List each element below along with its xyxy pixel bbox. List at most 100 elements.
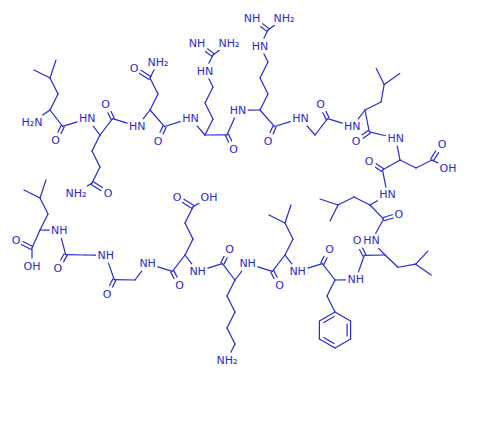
bond-line <box>385 255 398 267</box>
bond-line <box>315 119 328 135</box>
bond-line <box>384 74 400 85</box>
bond-line <box>376 219 384 233</box>
bond-line <box>227 280 235 296</box>
bond-line <box>260 62 268 78</box>
bond-line <box>320 199 338 205</box>
bond-line <box>338 197 354 205</box>
bond-line <box>205 119 213 135</box>
bond-line <box>376 68 384 84</box>
atom-label: HN <box>181 112 200 125</box>
atom-label: HN <box>128 120 147 133</box>
bond-line <box>397 146 400 160</box>
bond-line <box>319 339 335 348</box>
atom-label: NH₂ <box>218 37 241 50</box>
bond-line <box>61 254 64 260</box>
bond-line <box>328 119 343 124</box>
bond-line <box>416 160 432 168</box>
bond-line <box>43 110 50 115</box>
bond-line <box>92 167 100 183</box>
atom-label: OH <box>23 260 42 273</box>
bond-line <box>150 94 158 110</box>
bond-line <box>139 73 149 79</box>
bond-line <box>110 279 113 286</box>
bond-line <box>369 132 385 136</box>
atom-label: O <box>129 62 140 75</box>
bond-line <box>285 223 293 239</box>
bond-line <box>275 122 291 127</box>
bond-line <box>322 264 335 280</box>
bond-line <box>61 238 65 254</box>
bond-line <box>163 127 166 134</box>
bond-line <box>327 280 335 296</box>
bond-line <box>227 312 235 328</box>
atom-label: OH <box>439 162 458 175</box>
bond-line <box>229 134 232 141</box>
atom-label: HN <box>362 234 381 247</box>
bond-line <box>271 272 274 279</box>
atom-label: OH <box>200 191 219 204</box>
atom-label: HN <box>229 104 248 117</box>
bond-line <box>40 180 46 198</box>
bond-line <box>227 296 235 312</box>
bond-line <box>379 248 385 255</box>
bond-line <box>87 183 92 186</box>
bond-line <box>260 78 268 94</box>
bond-line <box>64 255 67 261</box>
bond-line <box>150 110 165 127</box>
bond-line <box>150 78 158 94</box>
bond-line <box>205 87 213 103</box>
bond-line <box>324 258 327 265</box>
bond-line <box>307 126 315 135</box>
bond-line <box>273 127 276 134</box>
bond-line <box>113 280 116 287</box>
bond-line <box>363 133 370 138</box>
atom-label: O <box>228 143 239 156</box>
bond-line <box>354 197 370 205</box>
bond-line <box>326 111 329 118</box>
atom-label: O <box>53 262 64 275</box>
bond-line <box>330 205 338 221</box>
bond-line <box>260 110 275 127</box>
bond-line <box>50 94 58 110</box>
bond-line <box>31 248 32 258</box>
bond-line <box>374 167 381 172</box>
bond-line <box>335 312 351 321</box>
atom-label: O <box>102 288 113 301</box>
bond-line <box>185 239 193 255</box>
bond-line <box>324 337 334 343</box>
bond-line <box>364 254 385 255</box>
bond-line <box>172 255 185 271</box>
bond-line <box>365 102 381 110</box>
bond-line <box>32 230 40 248</box>
bond-line <box>85 254 95 255</box>
bond-line <box>263 24 269 29</box>
atom-label: H₂N <box>21 116 44 129</box>
atom-label: O <box>274 279 285 292</box>
bond-line <box>185 255 192 264</box>
atom-label: HN <box>78 112 97 125</box>
bond-line <box>160 126 163 133</box>
bond-line <box>270 126 273 133</box>
bond-line <box>40 198 48 214</box>
atom-label: NH <box>96 249 115 262</box>
bond-line <box>222 264 235 280</box>
bond-line <box>197 126 205 135</box>
bond-line <box>185 207 193 223</box>
atom-label: NH₂ <box>65 187 88 200</box>
bond-line <box>114 279 135 280</box>
bond-line <box>323 113 326 120</box>
atom-label: O <box>224 243 235 256</box>
bond-line <box>383 170 386 187</box>
atom-label: HN <box>378 188 397 201</box>
bond-line <box>40 214 48 230</box>
bond-line <box>50 60 56 78</box>
bond-line <box>50 78 58 94</box>
atom-label: O <box>153 135 164 148</box>
bond-line <box>324 317 334 323</box>
atom-label: O <box>263 135 274 148</box>
atom-label: O <box>103 187 114 200</box>
bond-line <box>92 135 100 151</box>
bond-line <box>111 111 114 118</box>
